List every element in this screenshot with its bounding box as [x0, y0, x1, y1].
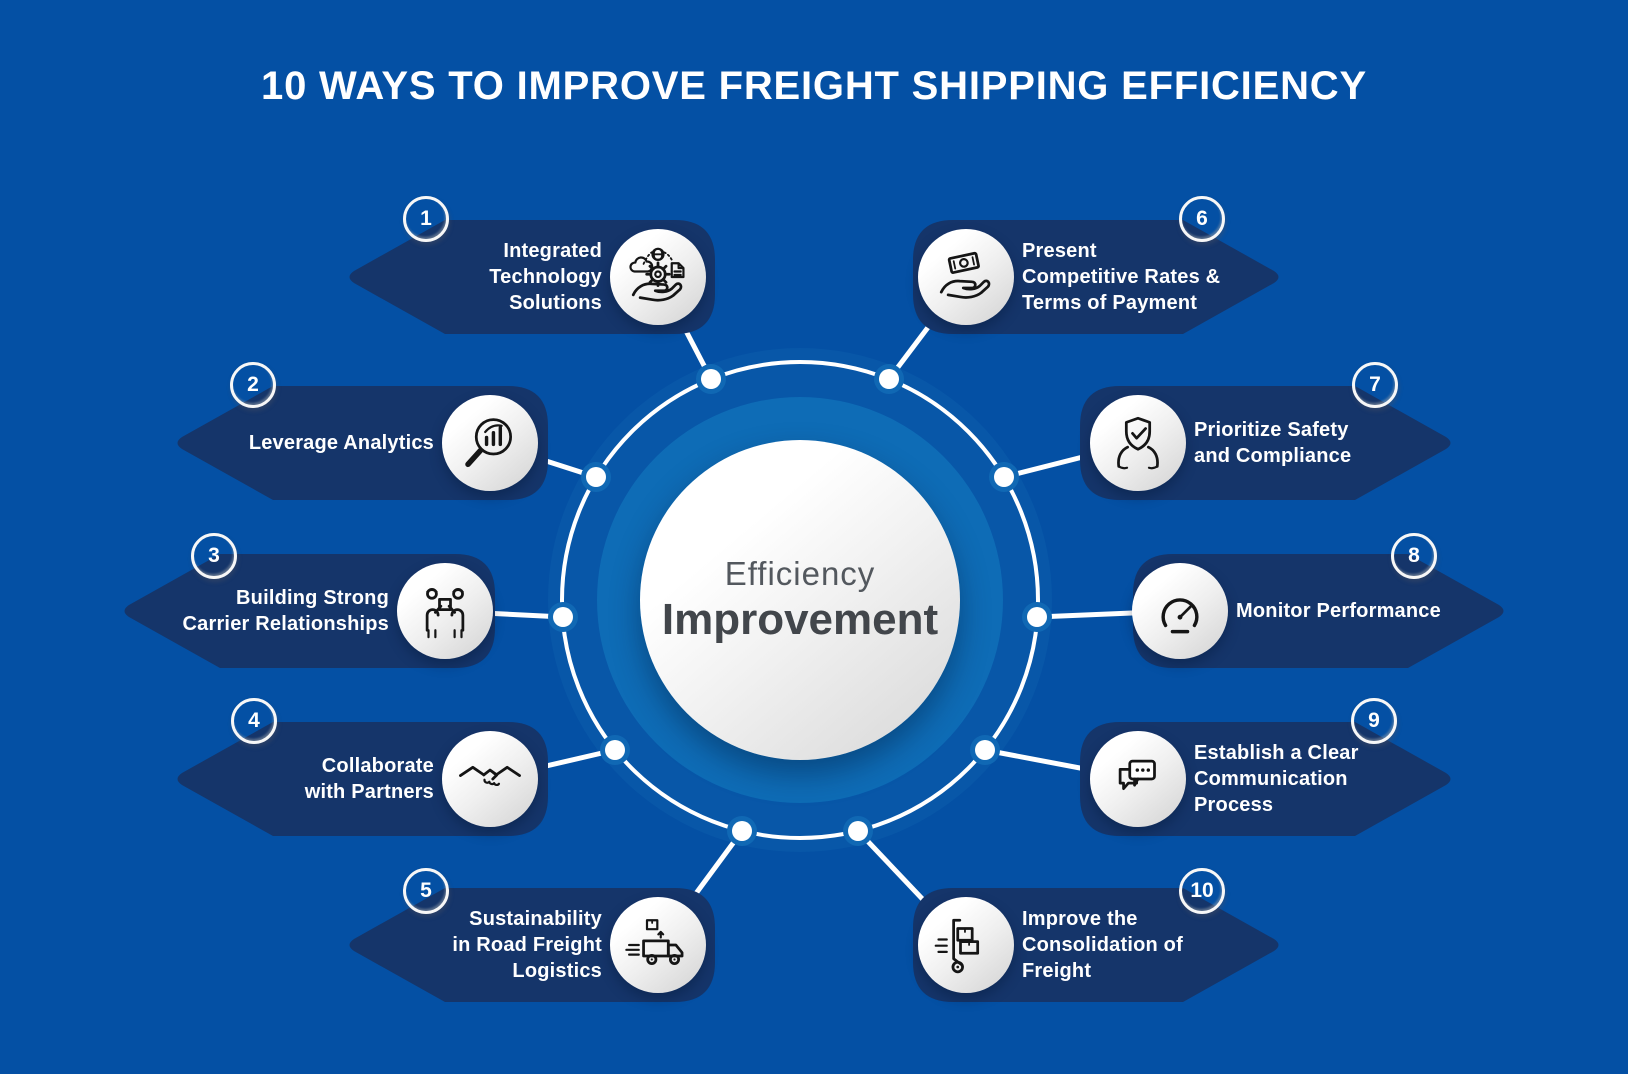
integrated-technology-icon — [610, 229, 706, 325]
step-number-badge: 4 — [231, 698, 277, 744]
step-label: Sustainability in Road Freight Logistics — [452, 908, 602, 982]
orbit-nodes — [548, 364, 1052, 846]
center-circle: Efficiency Improvement — [640, 440, 960, 760]
step-label: Present Competitive Rates & Terms of Pay… — [1022, 240, 1221, 314]
sustainability-truck-icon — [610, 897, 706, 993]
step-number-badge: 8 — [1391, 533, 1437, 579]
step-label: Prioritize Safety and Compliance — [1194, 419, 1352, 467]
leverage-analytics-icon — [442, 395, 538, 491]
freight-consolidation-icon — [918, 897, 1014, 993]
step-label: Monitor Performance — [1236, 600, 1441, 622]
banner-arrow-right — [1133, 554, 1504, 668]
orbit-circle — [560, 360, 1040, 840]
step-number-badge: 2 — [230, 362, 276, 408]
step-label: Integrated Technology Solutions — [489, 240, 602, 314]
collaborate-partners-icon — [442, 731, 538, 827]
carrier-relationships-icon — [397, 563, 493, 659]
communication-process-icon — [1090, 731, 1186, 827]
step-label: Collaborate with Partners — [304, 755, 434, 803]
safety-compliance-icon — [1090, 395, 1186, 491]
step-number-badge: 10 — [1179, 868, 1225, 914]
step-label: Establish a Clear Communication Process — [1194, 742, 1359, 816]
step-number-badge: 5 — [403, 868, 449, 914]
step-number-badge: 7 — [1352, 362, 1398, 408]
competitive-rates-icon — [918, 229, 1014, 325]
banner-arrow-left — [124, 554, 495, 668]
step-label: Building Strong Carrier Relationships — [182, 587, 389, 635]
step-number-badge: 3 — [191, 533, 237, 579]
step-number-badge: 6 — [1179, 196, 1225, 242]
step-number-badge: 9 — [1351, 698, 1397, 744]
step-label: Improve the Consolidation of Freight — [1022, 908, 1183, 982]
monitor-performance-icon — [1132, 563, 1228, 659]
step-number-badge: 1 — [403, 196, 449, 242]
center-subtitle: Efficiency — [724, 555, 876, 592]
center-title: Improvement — [661, 595, 939, 644]
step-label: Leverage Analytics — [248, 432, 434, 454]
page-title: 10 WAYS TO IMPROVE FREIGHT SHIPPING EFFI… — [261, 64, 1367, 108]
